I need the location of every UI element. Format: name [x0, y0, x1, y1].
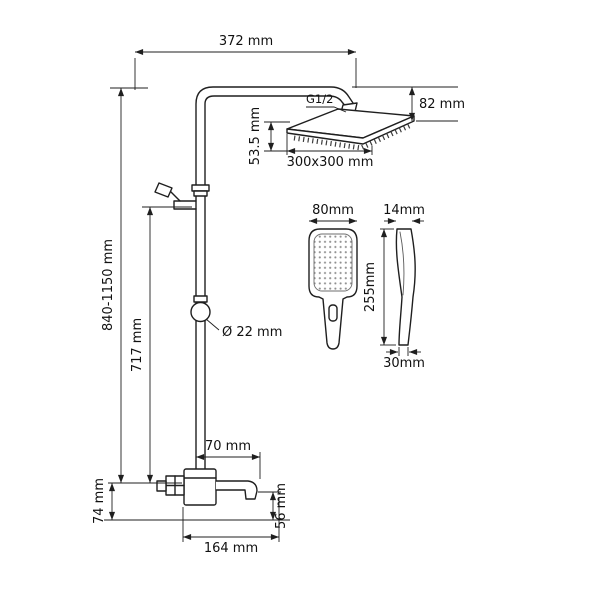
dim-base-width-label: 164 mm: [204, 541, 258, 556]
thread-callout: G1/2: [306, 92, 347, 113]
mixer-body: [156, 468, 258, 506]
dim-base-width: 164 mm: [182, 497, 280, 556]
dim-hand-shower-depth: 14mm: [383, 203, 425, 225]
dim-hand-shower-width: 80mm: [309, 203, 357, 225]
dim-hand-shower-width-label: 80mm: [312, 203, 354, 218]
hand-shower-side-view: [395, 228, 416, 346]
dim-overall-height-label: 840-1150 mm: [101, 239, 116, 331]
dim-hand-shower-handle: 30mm: [383, 347, 425, 371]
pipe-diameter-label: Ø 22 mm: [222, 325, 282, 340]
dim-spout-reach-label: 70 mm: [205, 439, 251, 454]
hand-shower-front-view: [308, 228, 358, 350]
dim-head-size: 300x300 mm: [286, 134, 374, 170]
dim-hand-shower-length: 255mm: [363, 228, 396, 346]
dim-spout-reach: 70 mm: [196, 439, 261, 479]
dim-hand-shower-length-label: 255mm: [363, 262, 378, 312]
dim-spout-height: 56 mm: [258, 483, 289, 529]
dim-hand-shower-handle-label: 30mm: [383, 356, 425, 371]
hand-shower-holder: [154, 182, 210, 210]
overhead-shower-head: [286, 108, 415, 151]
dim-top-width: 372 mm: [134, 34, 357, 90]
diverter-knob: [190, 295, 211, 323]
dim-riser-height-label: 717 mm: [130, 318, 145, 372]
thread-label: G1/2: [306, 92, 333, 106]
dim-head-size-label: 300x300 mm: [287, 155, 374, 170]
dim-hand-shower-depth-label: 14mm: [383, 203, 425, 218]
dim-overall-height: 840-1150 mm: [101, 87, 182, 484]
dim-head-drop-label: 53.5 mm: [248, 107, 263, 165]
dim-riser-height: 717 mm: [130, 206, 192, 483]
dim-spout-height-label: 56 mm: [274, 483, 289, 529]
dim-head-offset-label: 82 mm: [419, 97, 465, 112]
pipe-diameter-callout: Ø 22 mm: [205, 318, 282, 340]
riser-pipe: [195, 86, 356, 470]
dim-base-height: 74 mm: [92, 478, 116, 524]
dim-base-height-label: 74 mm: [92, 478, 107, 524]
dim-head-offset: 82 mm: [352, 86, 465, 122]
dim-top-width-label: 372 mm: [219, 34, 273, 49]
